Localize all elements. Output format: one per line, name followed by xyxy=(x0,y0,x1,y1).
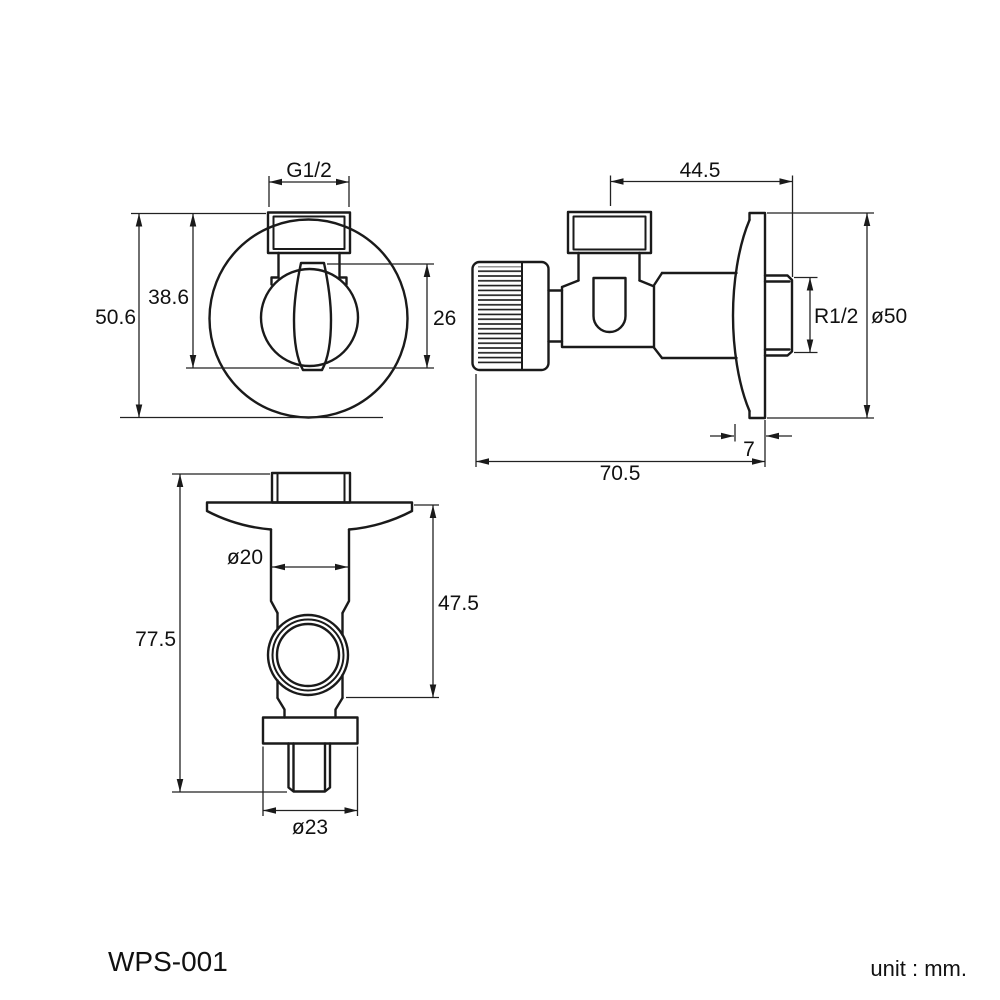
handle-ring-outer xyxy=(266,613,350,697)
dim-ext-7 xyxy=(734,420,766,467)
dim-label-445: 44.5 xyxy=(680,159,721,182)
dim-label-475: 47.5 xyxy=(438,592,479,615)
outlet-stem xyxy=(577,251,641,282)
outlet-thread xyxy=(287,742,332,793)
dim-label-26: 26 xyxy=(433,307,456,330)
handle-grip xyxy=(292,261,333,372)
dim-ext-475 xyxy=(346,504,439,699)
unit-label: unit : mm. xyxy=(870,956,967,981)
dim-label-506: 50.6 xyxy=(95,306,136,329)
inlet-thread xyxy=(763,274,794,357)
knurl-texture xyxy=(478,266,522,366)
dim-label-7: 7 xyxy=(743,438,755,461)
body-pipe xyxy=(269,528,351,615)
wall-flange-profile xyxy=(205,501,414,531)
dim-label-d20: ø20 xyxy=(227,546,263,569)
knob-neck xyxy=(547,289,564,343)
dim-label-r12: R1/2 xyxy=(814,305,858,328)
dim-ext-d50 xyxy=(767,212,874,419)
dim-ext-775 xyxy=(172,473,287,793)
dim-label-775: 77.5 xyxy=(135,628,176,651)
dim-label-705: 70.5 xyxy=(600,462,641,485)
dim-ext-d23 xyxy=(262,746,359,816)
dim-ext-r12 xyxy=(794,276,818,354)
valve-stem xyxy=(277,251,341,279)
side-view-dimensions: 44.5 ø50 R1/2 7 70.5 xyxy=(475,159,907,485)
top-fitting-chamfers xyxy=(276,472,346,504)
dim-label-d50: ø50 xyxy=(871,305,907,328)
inlet-cylinder xyxy=(660,271,738,360)
outlet-fitting-inner xyxy=(572,215,647,251)
outlet-neck xyxy=(276,696,344,719)
outlet-nut xyxy=(261,716,359,745)
handle-housing xyxy=(276,611,344,700)
front-view-dimensions: G1/2 38.6 50.6 26 xyxy=(95,159,456,419)
model-number-label: WPS-001 xyxy=(108,946,228,977)
dim-label-top-thread: G1/2 xyxy=(286,159,332,182)
handle-ring-middle xyxy=(271,618,345,692)
knurled-knob-outline xyxy=(471,260,550,372)
handle-ring-inner xyxy=(275,622,341,688)
front-view: G1/2 38.6 50.6 26 xyxy=(95,159,456,419)
dim-label-d23: ø23 xyxy=(292,816,328,839)
outlet-fitting-outer xyxy=(566,210,653,255)
wall-flange-dome xyxy=(731,218,751,413)
dim-label-386: 38.6 xyxy=(148,286,189,309)
wall-flange-disc xyxy=(748,211,767,420)
stem-shoulders xyxy=(270,276,348,286)
top-fitting xyxy=(270,471,352,504)
handle-knob-outline xyxy=(259,267,360,368)
valve-body xyxy=(560,271,664,360)
top-fitting-outer xyxy=(266,211,352,255)
valve-seat-detail xyxy=(592,276,627,334)
bottom-view: 77.5 ø20 47.5 ø23 xyxy=(135,471,479,839)
top-fitting-inner xyxy=(272,215,346,250)
dim-ext-26 xyxy=(327,263,434,369)
side-view: 44.5 ø50 R1/2 7 70.5 xyxy=(471,159,907,485)
title-block: WPS-001 unit : mm. xyxy=(108,946,967,981)
bottom-view-dimensions: 77.5 ø20 47.5 ø23 xyxy=(135,473,479,839)
